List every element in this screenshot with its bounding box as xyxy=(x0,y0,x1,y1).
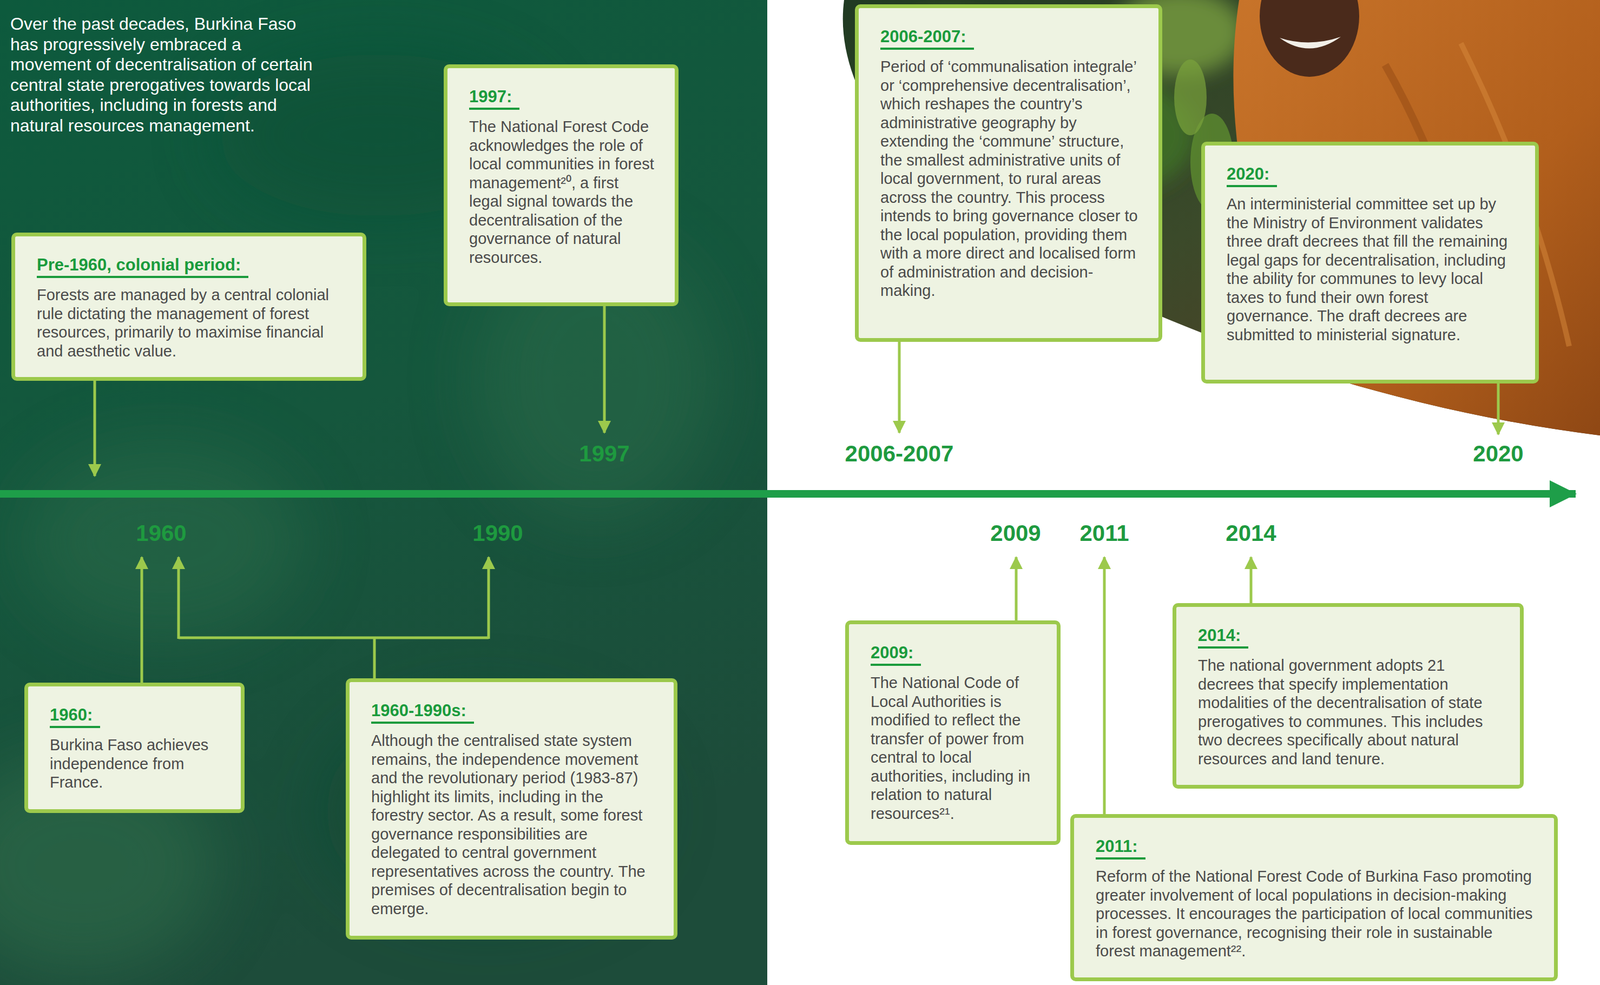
box-body: Although the centralised state system re… xyxy=(371,731,654,919)
year-label: 2009 xyxy=(990,520,1041,547)
leader-arrow xyxy=(93,380,97,477)
box-body: An interministerial committee set up by … xyxy=(1226,194,1515,345)
timeline-box: Pre-1960, colonial period: Forests are ma… xyxy=(11,232,367,381)
year-label: 1990 xyxy=(472,520,523,547)
leader-arrow xyxy=(898,341,901,433)
box-heading: 1997: xyxy=(469,86,520,110)
timeline-box: 2009: The National Code of Local Authorit… xyxy=(845,620,1061,846)
box-heading: 2020: xyxy=(1226,163,1277,188)
box-heading: 1960-1990s: xyxy=(371,700,474,724)
timeline-box: 2014: The national government adopts 21 d… xyxy=(1172,603,1524,789)
year-label: 1960 xyxy=(135,520,187,547)
leader-arrow xyxy=(1249,557,1253,604)
timeline-box: 1997: The National Forest Code acknowledg… xyxy=(443,64,679,307)
box-body: The National Forest Code acknowledges th… xyxy=(469,117,655,267)
leader-arrow xyxy=(1103,557,1106,815)
timeline-box: 2020: An interministerial committee set u… xyxy=(1201,141,1539,384)
timeline-box: 2006-2007: Period of ‘communalisation int… xyxy=(854,4,1163,342)
box-heading: 2006-2007: xyxy=(880,26,974,50)
year-label: 2006-2007 xyxy=(845,440,954,467)
leader-arrow xyxy=(140,557,144,683)
year-label: 1997 xyxy=(578,440,630,467)
leader-arrow xyxy=(603,306,607,433)
box-body: Reform of the National Forest Code of Bu… xyxy=(1095,867,1534,961)
year-label: 2011 xyxy=(1079,520,1129,547)
box-heading: 1960: xyxy=(49,705,101,729)
leader-arrow xyxy=(1497,383,1500,435)
box-heading: 2011: xyxy=(1095,836,1146,860)
leader-arrow xyxy=(1015,557,1018,621)
leader-arrow xyxy=(177,557,181,640)
timeline-axis xyxy=(0,490,1576,498)
leader-bracket xyxy=(178,637,489,679)
box-body: The national government adopts 21 decree… xyxy=(1197,656,1500,769)
timeline-box: 1960-1990s: Although the centralised stat… xyxy=(345,678,678,940)
year-label: 2014 xyxy=(1225,520,1276,547)
box-body: Period of ‘communalisation integrale’ or… xyxy=(880,57,1138,301)
box-body: Forests are managed by a central colonia… xyxy=(36,285,342,361)
year-label: 2020 xyxy=(1472,440,1524,467)
intro-text: Over the past decades, Burkina Faso has … xyxy=(10,14,316,136)
box-heading: 2014: xyxy=(1197,625,1249,649)
leader-arrow xyxy=(487,557,491,640)
timeline-box: 2011: Reform of the National Forest Code … xyxy=(1070,814,1558,982)
box-body: Burkina Faso achieves independence from … xyxy=(49,735,221,793)
timeline-box: 1960: Burkina Faso achieves independence … xyxy=(24,682,245,814)
box-heading: Pre-1960, colonial period: xyxy=(36,254,249,279)
box-heading: 2009: xyxy=(870,642,921,667)
box-body: The National Code of Local Authorities i… xyxy=(870,673,1037,823)
